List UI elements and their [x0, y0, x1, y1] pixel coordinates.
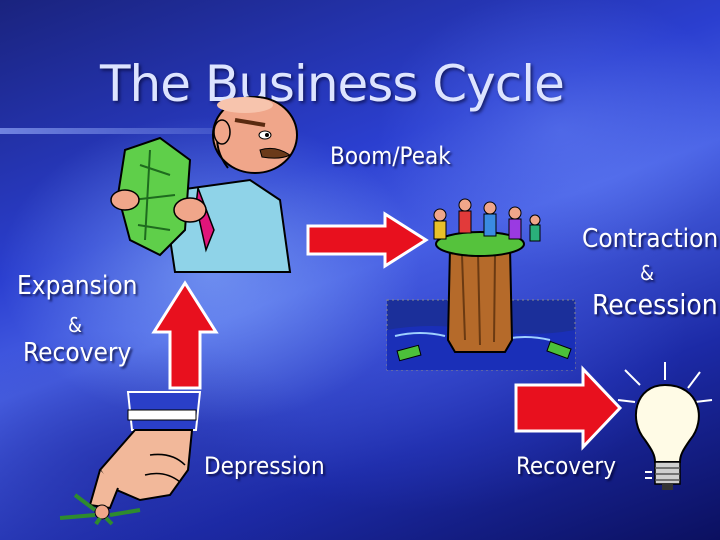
man-with-money-clipart: [111, 97, 297, 272]
arrow-to-boom: [154, 283, 216, 388]
light-bulb-clipart: [618, 362, 712, 490]
arrow-to-contraction: [308, 214, 426, 266]
stage-contraction-ampersand: &: [640, 261, 654, 285]
stage-recession: Recession: [592, 288, 718, 321]
people-on-sinking-stump-clipart: [387, 199, 575, 370]
stage-boom-peak: Boom/Peak: [330, 142, 451, 170]
stage-contraction: Contraction: [582, 224, 718, 254]
stage-expansion: Expansion: [17, 271, 137, 301]
stage-recovery: Recovery: [516, 452, 616, 480]
stage-expansion-recovery: Recovery: [23, 338, 131, 368]
stage-expansion-ampersand: &: [68, 313, 82, 337]
hand-dropping-man-clipart: [60, 392, 200, 524]
stage-depression: Depression: [204, 452, 325, 480]
arrow-to-recovery: [516, 369, 620, 447]
